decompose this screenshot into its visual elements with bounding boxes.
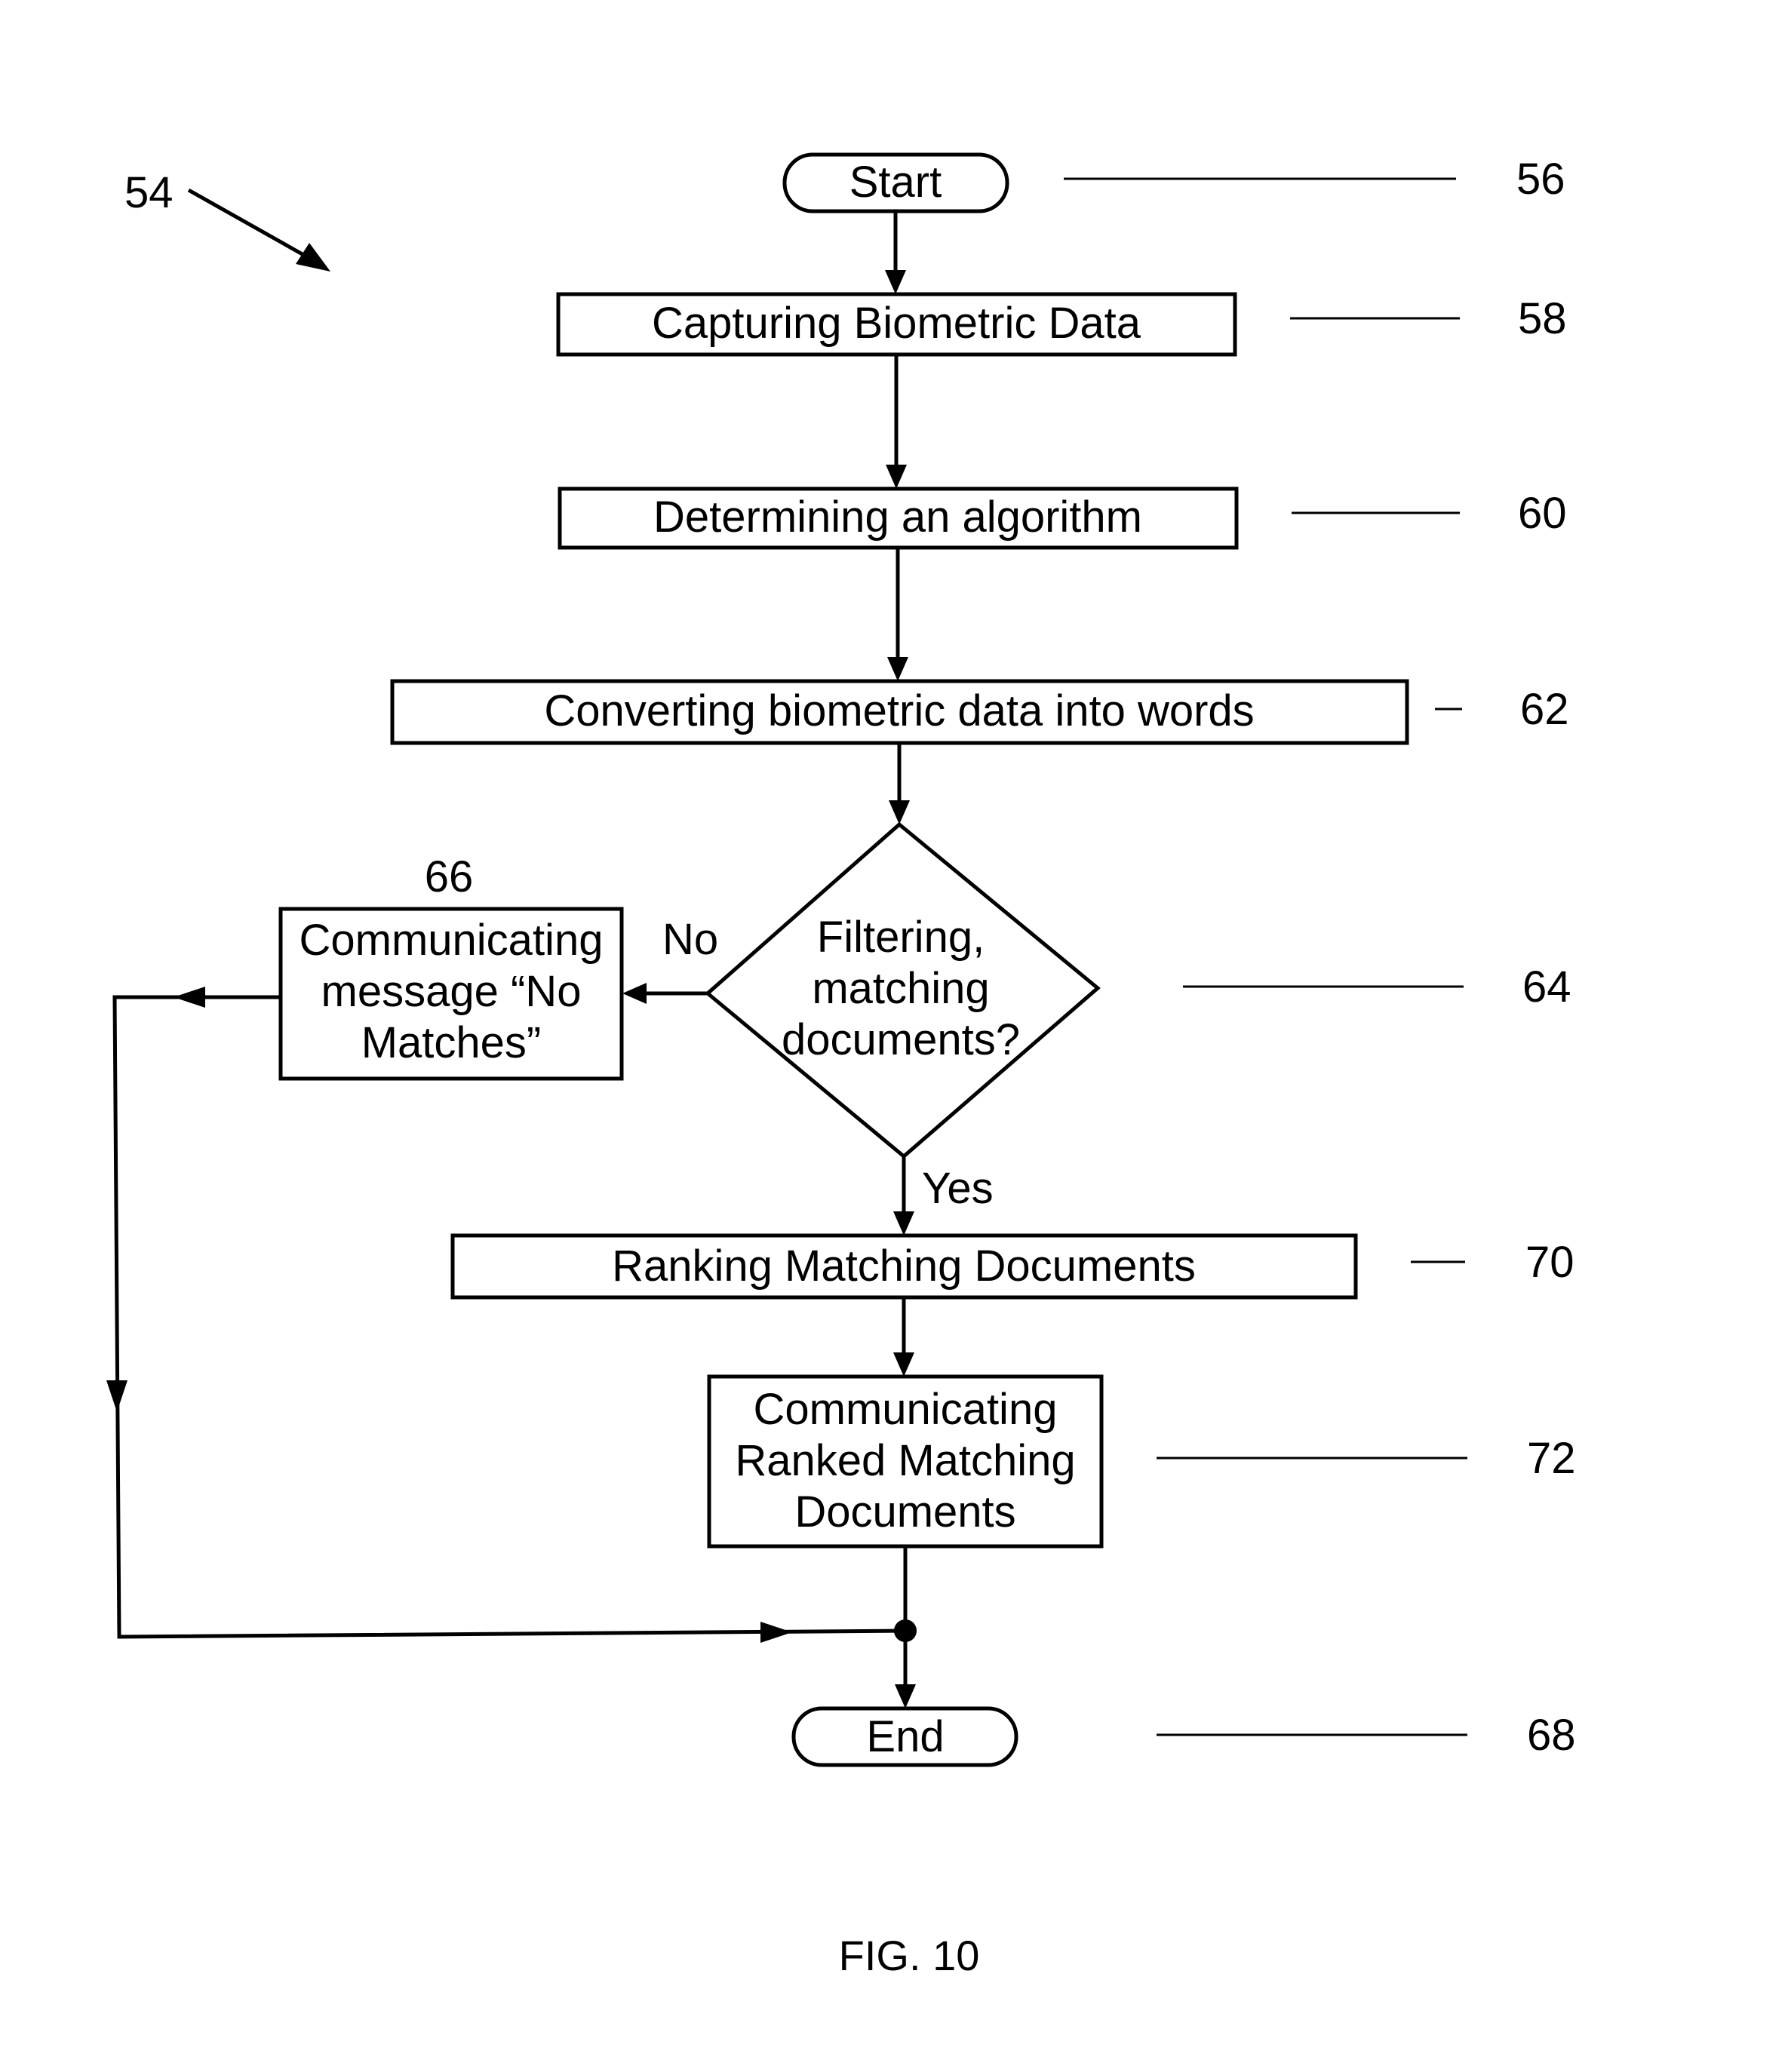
arrowhead-algorithm-convert — [887, 657, 908, 681]
start-label: Start — [849, 158, 942, 207]
algorithm-label: Determining an algorithm — [653, 493, 1142, 542]
communicate-label-line1: Communicating — [754, 1385, 1058, 1434]
capture-label: Capturing Biometric Data — [652, 299, 1141, 348]
decision-ref: 64 — [1522, 962, 1571, 1011]
arrowhead-merge-end — [895, 1684, 916, 1708]
capture-ref: 58 — [1518, 294, 1567, 343]
rank-label: Ranking Matching Documents — [612, 1242, 1196, 1291]
communicate-label-line2: Ranked Matching — [735, 1436, 1075, 1485]
no-branch-label: No — [662, 915, 718, 964]
communicate-label-line3: Documents — [794, 1487, 1015, 1536]
figure-caption: FIG. 10 — [839, 1932, 980, 1979]
arrowhead-capture-algorithm — [886, 465, 907, 489]
rank-ref: 70 — [1525, 1238, 1574, 1287]
arrowhead-decision-rank — [893, 1211, 914, 1236]
arrowhead-decision-nomatch — [622, 983, 647, 1004]
decision-label-line3: documents? — [782, 1015, 1020, 1064]
no-match-ref: 66 — [425, 852, 474, 901]
convert-label: Converting biometric data into words — [544, 686, 1254, 735]
no-match-label-line1: Communicating — [300, 916, 604, 965]
communicate-ref: 72 — [1527, 1434, 1576, 1483]
decision-label-line2: matching — [812, 964, 989, 1013]
overall-ref-pointer — [189, 190, 313, 260]
merge-junction-dot — [894, 1619, 917, 1642]
yes-branch-label: Yes — [922, 1164, 994, 1213]
end-ref: 68 — [1527, 1711, 1576, 1760]
arrowhead-convert-decision — [889, 800, 910, 824]
arrowhead-start-capture — [885, 270, 906, 294]
overall-ref-label: 54 — [124, 168, 174, 217]
start-ref: 56 — [1516, 155, 1565, 204]
algorithm-ref: 60 — [1518, 489, 1567, 538]
end-label: End — [866, 1712, 944, 1761]
arrowhead-bypass-down — [106, 1380, 127, 1412]
arrowhead-bypass-left — [174, 987, 205, 1008]
overall-ref-arrowhead — [296, 243, 330, 272]
convert-ref: 62 — [1520, 685, 1569, 734]
arrowhead-bypass-right — [760, 1622, 792, 1643]
no-match-label-line2: message “No — [321, 967, 582, 1016]
no-match-label-line3: Matches” — [361, 1018, 542, 1067]
decision-label-line1: Filtering, — [817, 913, 985, 962]
arrowhead-rank-communicate — [893, 1352, 914, 1377]
